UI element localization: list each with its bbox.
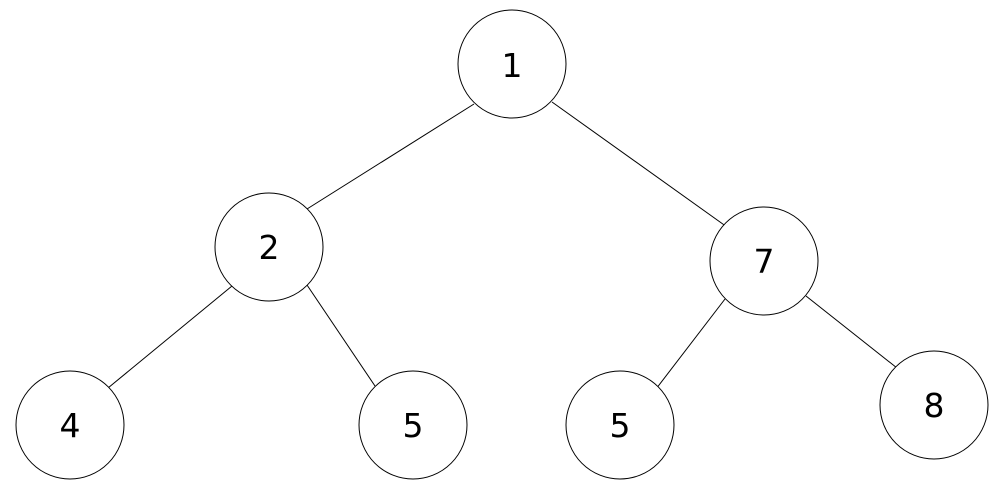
edge-right-right-right — [805, 295, 898, 369]
edge-right-right-left — [655, 298, 726, 390]
node-label: 2 — [259, 228, 280, 267]
edge-root-left — [306, 103, 475, 210]
tree-node-root: 1 — [457, 9, 567, 119]
node-label: 5 — [403, 406, 424, 445]
node-label: 1 — [502, 46, 523, 85]
node-label: 7 — [754, 242, 775, 281]
edge-left-left-left — [107, 285, 233, 389]
edge-left-left-right — [306, 284, 376, 387]
tree-node-left: 2 — [214, 192, 324, 302]
tree-node-right: 7 — [709, 206, 819, 316]
tree-node-left-left: 4 — [15, 370, 125, 480]
node-label: 5 — [610, 406, 631, 445]
tree-node-left-right: 5 — [358, 370, 468, 480]
tree-node-right-left: 5 — [565, 370, 675, 480]
node-label: 4 — [60, 406, 81, 445]
node-label: 8 — [924, 386, 945, 425]
tree-node-right-right: 8 — [879, 350, 989, 460]
edge-root-right — [551, 101, 728, 228]
